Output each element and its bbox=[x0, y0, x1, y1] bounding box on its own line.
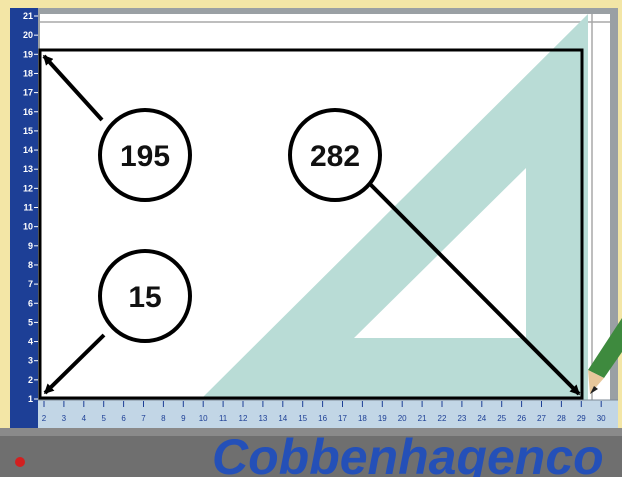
measurement-195: 195 bbox=[98, 108, 192, 202]
ruler-horizontal-tick-label: 24 bbox=[477, 414, 486, 423]
ruler-horizontal-tick-label: 13 bbox=[258, 414, 267, 423]
ruler-vertical-tick-label: 10 bbox=[23, 222, 33, 232]
ruler-horizontal-tick-label: 4 bbox=[82, 414, 87, 423]
ruler-horizontal-tick-label: 7 bbox=[141, 414, 146, 423]
ruler-vertical-tick-label: 20 bbox=[23, 30, 33, 40]
ruler-vertical-tick-label: 12 bbox=[23, 183, 33, 193]
ruler-horizontal-tick-label: 10 bbox=[199, 414, 208, 423]
ruler-vertical-tick-label: 18 bbox=[23, 68, 33, 78]
ruler-vertical-tick-label: 4 bbox=[28, 337, 33, 347]
measurement-282: 282 bbox=[288, 108, 382, 202]
pencil-icon bbox=[588, 318, 622, 394]
measurement-282-label: 282 bbox=[310, 140, 360, 173]
ruler-horizontal-tick-label: 14 bbox=[278, 414, 287, 423]
measurement-195-label: 195 bbox=[120, 140, 170, 173]
ruler-vertical-tick-label: 8 bbox=[28, 260, 33, 270]
ruler-vertical-tick-label: 16 bbox=[23, 107, 33, 117]
ruler-horizontal-tick-label: 19 bbox=[378, 414, 387, 423]
ruler-vertical-tick-label: 6 bbox=[28, 298, 33, 308]
ruler-horizontal-tick-label: 6 bbox=[121, 414, 126, 423]
ruler-vertical-tick-label: 9 bbox=[28, 241, 33, 251]
ruler-vertical-tick-label: 11 bbox=[23, 203, 33, 213]
ruler-vertical-tick-label: 15 bbox=[23, 126, 33, 136]
ruler-horizontal-tick-label: 8 bbox=[161, 414, 166, 423]
ruler-vertical-tick-label: 13 bbox=[23, 164, 33, 174]
ruler-horizontal-tick-label: 2 bbox=[42, 414, 47, 423]
ruler-horizontal-tick-label: 11 bbox=[219, 414, 228, 423]
ruler-vertical-tick-label: 21 bbox=[23, 11, 33, 21]
ruler-horizontal-tick-label: 29 bbox=[577, 414, 586, 423]
ruler-horizontal-tick-label: 12 bbox=[239, 414, 248, 423]
ruler-vertical-tick-label: 17 bbox=[23, 88, 33, 98]
measured-rectangle bbox=[38, 48, 584, 400]
arrow-bottom-right bbox=[368, 182, 581, 396]
ruler-vertical-tick-label: 7 bbox=[28, 279, 33, 289]
ruler-horizontal-tick-label: 22 bbox=[438, 414, 447, 423]
ruler-horizontal-tick-label: 18 bbox=[358, 414, 367, 423]
ruler-horizontal bbox=[10, 400, 618, 428]
ruler-horizontal-tick-label: 21 bbox=[418, 414, 427, 423]
measurement-15: 15 bbox=[98, 249, 192, 343]
ruler-horizontal-tick-label: 16 bbox=[318, 414, 327, 423]
ruler-vertical bbox=[10, 8, 38, 428]
footer-bar bbox=[0, 428, 622, 477]
ruler-horizontal-tick-label: 25 bbox=[497, 414, 506, 423]
ruler-horizontal-tick-label: 5 bbox=[101, 414, 106, 423]
ruler-vertical-tick-label: 5 bbox=[28, 317, 33, 327]
measurement-15-label: 15 bbox=[128, 281, 161, 314]
ruler-horizontal-tick-label: 20 bbox=[398, 414, 407, 423]
ruler-vertical-tick-label: 14 bbox=[23, 145, 33, 155]
bullet-icon bbox=[15, 457, 25, 467]
ruler-horizontal-tick-label: 3 bbox=[62, 414, 67, 423]
arrow-top-left bbox=[42, 54, 104, 122]
ruler-horizontal-tick-label: 27 bbox=[537, 414, 546, 423]
ruler-vertical-tick-label: 1 bbox=[28, 394, 33, 404]
arrow-bottom-left bbox=[43, 333, 106, 395]
brand-title: Cobbenhagenco bbox=[212, 429, 604, 477]
ruler-vertical-tick-label: 2 bbox=[28, 375, 33, 385]
ruler-horizontal-tick-label: 26 bbox=[517, 414, 526, 423]
ruler-horizontal-tick-label: 17 bbox=[338, 414, 347, 423]
ruler-horizontal-tick-label: 23 bbox=[457, 414, 466, 423]
ruler-horizontal-tick-label: 9 bbox=[181, 414, 186, 423]
ruler-horizontal-tick-label: 15 bbox=[298, 414, 307, 423]
ruler-horizontal-tick-label: 30 bbox=[597, 414, 606, 423]
ruler-vertical-tick-label: 3 bbox=[28, 356, 33, 366]
ruler-vertical-tick-label: 19 bbox=[23, 49, 33, 59]
ruler-horizontal-tick-label: 28 bbox=[557, 414, 566, 423]
